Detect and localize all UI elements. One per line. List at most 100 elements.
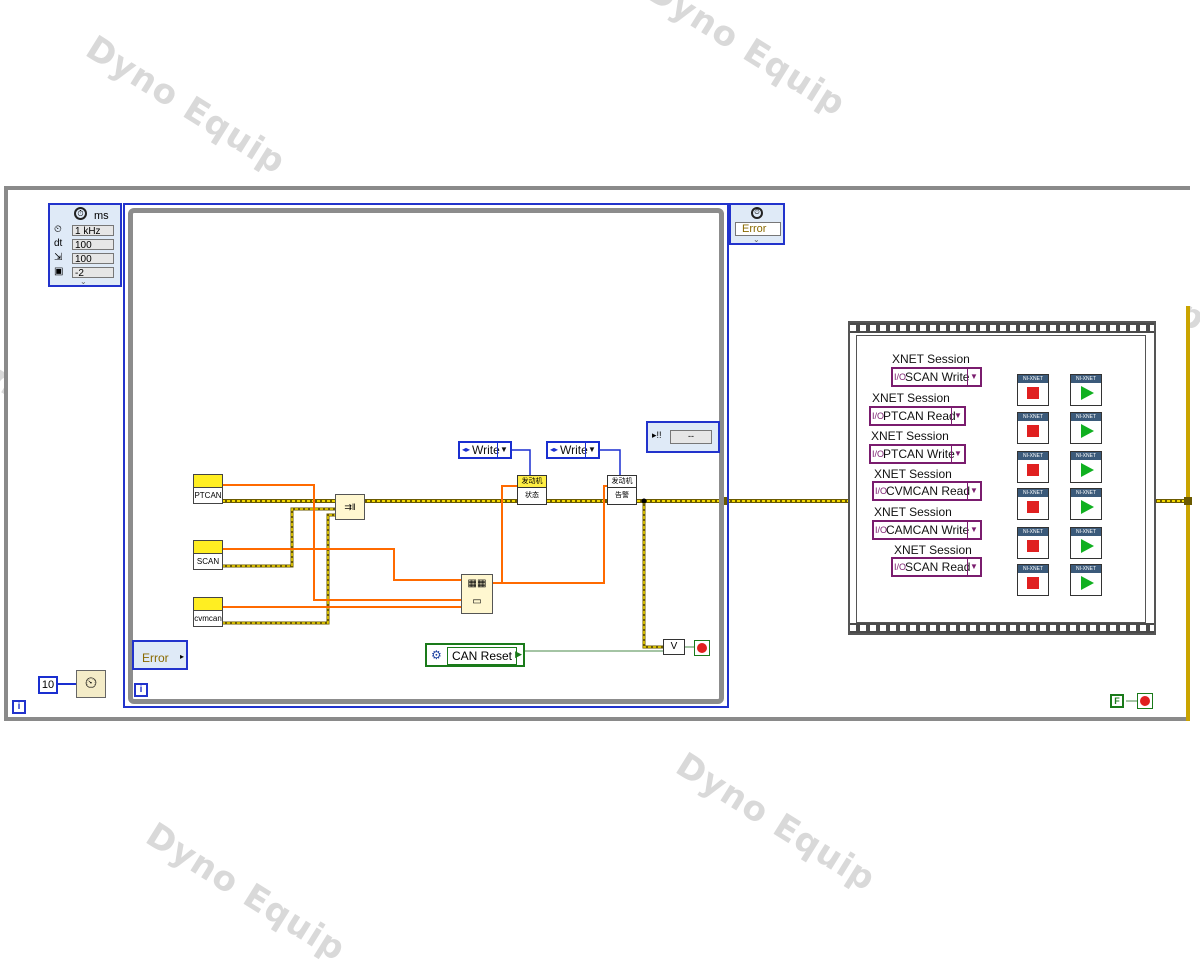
- processor-icon: ▣: [54, 266, 64, 277]
- processor-row[interactable]: ▣ -2: [52, 266, 120, 279]
- timed-loop-output[interactable]: ⏱ Error ⌄: [729, 203, 785, 245]
- io-icon: I/O: [894, 562, 907, 572]
- dt-row[interactable]: dt 100: [52, 238, 120, 251]
- xnet-control-name: PTCAN Read: [883, 409, 956, 423]
- block-header: 发动机: [608, 476, 636, 488]
- enum-value: Write: [472, 443, 500, 457]
- dropdown-arrow-icon[interactable]: ▼: [497, 443, 510, 457]
- play-icon: [1081, 539, 1094, 553]
- offset-icon: ⇲: [54, 252, 63, 263]
- error-in-label: Error: [142, 651, 169, 665]
- xnet-stop-vi[interactable]: NI-XNET: [1017, 374, 1049, 406]
- xnet-header: NI-XNET: [1071, 489, 1101, 497]
- dropdown-arrow-icon[interactable]: ▼: [585, 443, 598, 457]
- xnet-stop-vi[interactable]: NI-XNET: [1017, 488, 1049, 520]
- timed-loop-config[interactable]: ⏱ ms ⏲ 1 kHz dt 100 ⇲ 100 ▣ -2 ⌄: [48, 203, 122, 287]
- offset-row[interactable]: ⇲ 100: [52, 252, 120, 265]
- stop-icon: [1027, 425, 1039, 437]
- sequence-frame: [856, 335, 1146, 623]
- xnet-ptcan-read[interactable]: I/O PTCAN Read ▼: [869, 406, 966, 426]
- play-icon: [1081, 463, 1094, 477]
- xnet-ptcan-write[interactable]: I/O PTCAN Write ▼: [869, 444, 966, 464]
- xnet-session-label: XNET Session: [874, 505, 952, 519]
- reset-icon: ⚙: [431, 648, 442, 662]
- xnet-stop-vi[interactable]: NI-XNET: [1017, 412, 1049, 444]
- iteration-count-constant[interactable]: 10: [38, 676, 58, 694]
- expand-chevron-icon[interactable]: ⌄: [80, 277, 87, 286]
- xnet-control-name: SCAN Write: [905, 370, 970, 384]
- source-icon: ⏲: [54, 224, 62, 235]
- error-in-cluster[interactable]: Error ▸: [132, 640, 188, 670]
- xnet-start-vi[interactable]: NI-XNET: [1070, 374, 1102, 406]
- stop-icon: [1027, 464, 1039, 476]
- dropdown-arrow-icon[interactable]: ▼: [967, 522, 980, 538]
- can-subvi[interactable]: ▦▦▭: [461, 574, 493, 614]
- xnet-scan-write[interactable]: I/O SCAN Write ▼: [891, 367, 982, 387]
- stop-icon: [1027, 540, 1039, 552]
- io-icon: I/O: [875, 525, 888, 535]
- xnet-scan-read[interactable]: I/O SCAN Read ▼: [891, 557, 982, 577]
- error-output-label: Error: [735, 222, 781, 236]
- can-reset-button[interactable]: ⚙ CAN Reset ▶: [425, 643, 525, 667]
- stop-condition-icon[interactable]: [1137, 693, 1153, 709]
- merge-errors-node[interactable]: ⇉‖: [335, 494, 365, 520]
- io-icon: I/O: [872, 411, 885, 421]
- xnet-start-vi[interactable]: NI-XNET: [1070, 412, 1102, 444]
- xnet-control-name: PTCAN Write: [883, 447, 955, 461]
- dropdown-arrow-icon[interactable]: ▼: [951, 408, 964, 424]
- engine-alarm-block[interactable]: 发动机 告警: [607, 475, 637, 505]
- xnet-header: NI-XNET: [1071, 565, 1101, 573]
- xnet-stop-vi[interactable]: NI-XNET: [1017, 451, 1049, 483]
- xnet-stop-vi[interactable]: NI-XNET: [1017, 527, 1049, 559]
- dropdown-arrow-icon[interactable]: ▼: [967, 483, 980, 499]
- xnet-stop-vi[interactable]: NI-XNET: [1017, 564, 1049, 596]
- chip-header: [194, 598, 222, 611]
- xnet-session-label: XNET Session: [872, 391, 950, 405]
- xnet-session-label: XNET Session: [871, 429, 949, 443]
- xnet-header: NI-XNET: [1071, 413, 1101, 421]
- source-row[interactable]: ⏲ 1 kHz: [52, 224, 120, 237]
- xnet-session-label: XNET Session: [894, 543, 972, 557]
- xnet-start-vi[interactable]: NI-XNET: [1070, 488, 1102, 520]
- status-icon: ▸!!: [652, 430, 662, 440]
- play-icon: [1081, 386, 1094, 400]
- xnet-session-label: XNET Session: [892, 352, 970, 366]
- xnet-start-vi[interactable]: NI-XNET: [1070, 564, 1102, 596]
- dropdown-arrow-icon[interactable]: ▼: [967, 559, 980, 575]
- enum-icon: ◂▸: [462, 445, 471, 454]
- write-enum-2[interactable]: ◂▸ Write ▼: [546, 441, 600, 459]
- write-enum-1[interactable]: ◂▸ Write ▼: [458, 441, 512, 459]
- chip-header: [194, 541, 222, 554]
- wait-timer-icon[interactable]: ⏲: [76, 670, 106, 698]
- channel-ptcan[interactable]: PTCAN: [193, 474, 223, 504]
- dropdown-arrow-icon[interactable]: ▼: [951, 446, 964, 462]
- xnet-camcan-write[interactable]: I/O CAMCAN Write ▼: [872, 520, 982, 540]
- block-label: 告警: [615, 492, 629, 499]
- expand-chevron-icon[interactable]: ⌄: [753, 235, 760, 244]
- stop-condition-icon[interactable]: [694, 640, 710, 656]
- channel-scan[interactable]: SCAN: [193, 540, 223, 570]
- offset-value: 100: [72, 253, 114, 265]
- xnet-cvmcan-read[interactable]: I/O CVMCAN Read ▼: [872, 481, 982, 501]
- block-header: 发动机: [518, 476, 546, 488]
- status-cluster[interactable]: ▸!! --: [646, 421, 720, 453]
- dropdown-arrow-icon[interactable]: ▼: [967, 369, 980, 385]
- xnet-header: NI-XNET: [1018, 528, 1048, 536]
- stop-icon: [1027, 577, 1039, 589]
- dt-label: dt: [54, 238, 63, 249]
- io-icon: I/O: [894, 372, 907, 382]
- enum-value: Write: [560, 443, 588, 457]
- xnet-session-label: XNET Session: [874, 467, 952, 481]
- io-icon: I/O: [872, 449, 885, 459]
- engine-state-block[interactable]: 发动机 状态: [517, 475, 547, 505]
- xnet-header: NI-XNET: [1071, 375, 1101, 383]
- channel-label: PTCAN: [194, 491, 222, 500]
- status-value: --: [670, 430, 712, 444]
- play-icon: [1081, 576, 1094, 590]
- xnet-start-vi[interactable]: NI-XNET: [1070, 451, 1102, 483]
- or-function[interactable]: V: [663, 639, 685, 655]
- channel-label: cvmcan: [194, 614, 222, 623]
- false-constant[interactable]: F: [1110, 694, 1124, 708]
- xnet-start-vi[interactable]: NI-XNET: [1070, 527, 1102, 559]
- channel-cvmcan[interactable]: cvmcan: [193, 597, 223, 627]
